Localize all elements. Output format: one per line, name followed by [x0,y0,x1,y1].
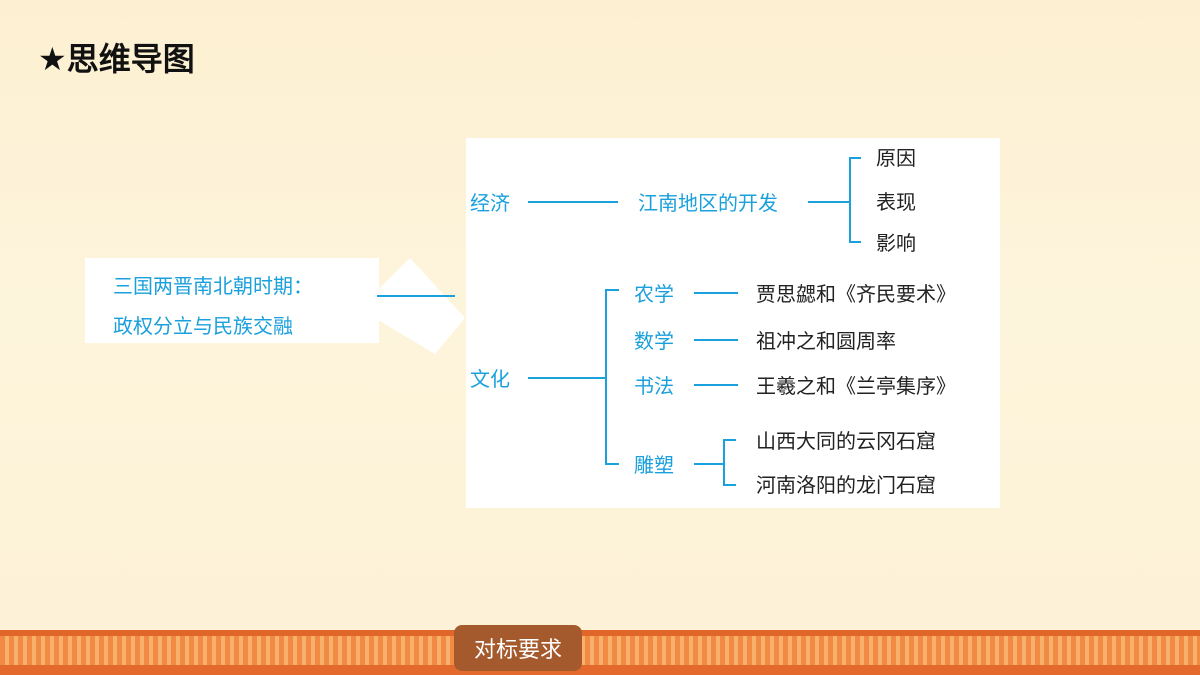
economy-label: 经济 [470,191,510,215]
page-title: ★思维导图 [38,40,195,78]
footer-band-top-rim [0,630,1200,636]
branch-sculpture: 雕塑 [634,453,674,477]
culture-label: 文化 [470,367,510,391]
economy-leaf-impact: 影响 [876,231,916,255]
branch-mathematics: 数学 [634,329,674,353]
sculpture-item-longmen: 河南洛阳的龙门石窟 [756,473,936,497]
bracket-economy-leaves [849,157,861,243]
bracket-diaosu-items [723,439,736,486]
mind-map-panel: 经济 江南地区的开发 原因 表现 影响 文化 农学 贾思勰和《齐民要术》 数学 … [466,138,1000,508]
branch-calligraphy: 书法 [634,374,674,398]
decorative-footer-band [0,630,1200,675]
economy-topic: 江南地区的开发 [638,191,778,215]
central-topic-line-1: 三国两晋南北朝时期： [113,274,313,298]
connector-shape [375,258,465,354]
agronomy-item: 贾思勰和《齐民要术》 [756,282,956,306]
mind-map-lines [528,157,861,486]
bracket-culture-branches [605,289,619,465]
central-connector [375,258,465,354]
central-topic-line-2: 政权分立与民族交融 [113,314,293,338]
calligraphy-item: 王羲之和《兰亭集序》 [756,374,956,398]
economy-leaf-reason: 原因 [876,146,916,170]
central-topic-card: 三国两晋南北朝时期： 政权分立与民族交融 [85,258,379,343]
sculpture-item-yungang: 山西大同的云冈石窟 [756,429,936,453]
mathematics-item: 祖冲之和圆周率 [756,329,896,353]
standards-button[interactable]: 对标要求 [454,625,582,671]
footer-band-bottom-rim [0,665,1200,675]
branch-agronomy: 农学 [634,282,674,306]
economy-leaf-manifestation: 表现 [876,190,916,214]
